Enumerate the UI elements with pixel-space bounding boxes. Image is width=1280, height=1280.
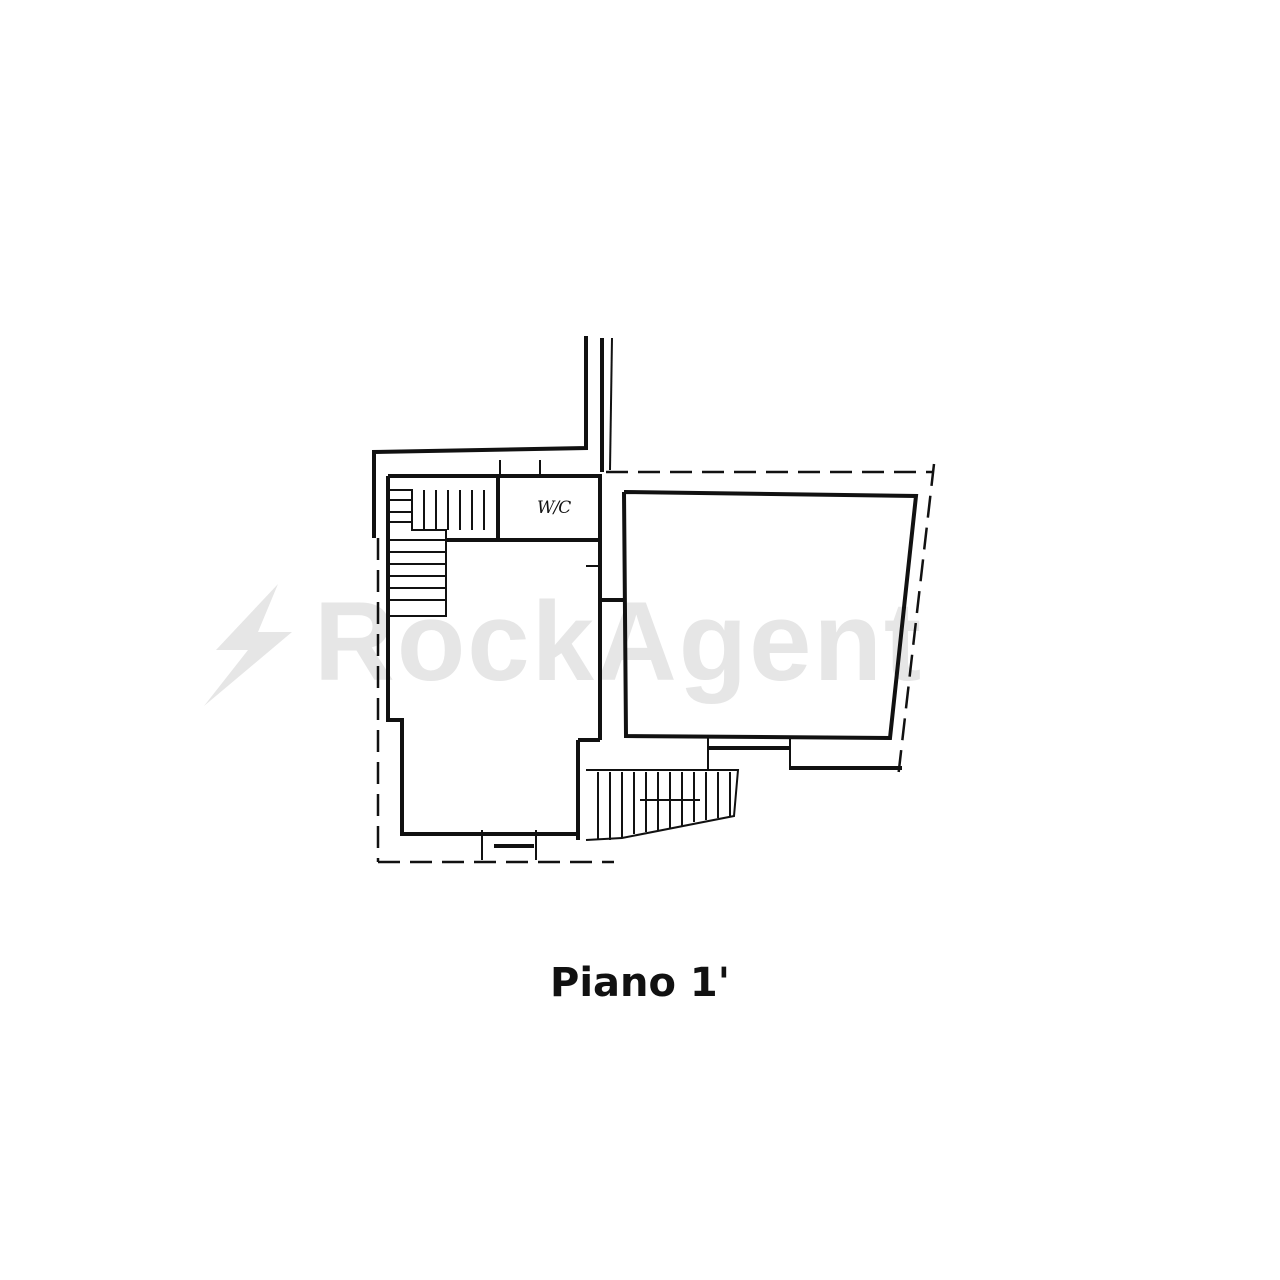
plan-caption: Piano 1': [550, 960, 730, 1006]
left-block: [386, 474, 602, 860]
staircase-upper: [390, 489, 485, 617]
wc-label: W/C: [537, 498, 571, 518]
watermark-text: RockAgent: [314, 579, 924, 704]
wc-room: [497, 460, 601, 541]
bolt-icon: [204, 584, 292, 706]
right-room: [586, 490, 919, 770]
outer-boundary: [372, 336, 936, 864]
staircase-lower: [585, 769, 740, 841]
watermark: RockAgent: [196, 580, 1086, 710]
